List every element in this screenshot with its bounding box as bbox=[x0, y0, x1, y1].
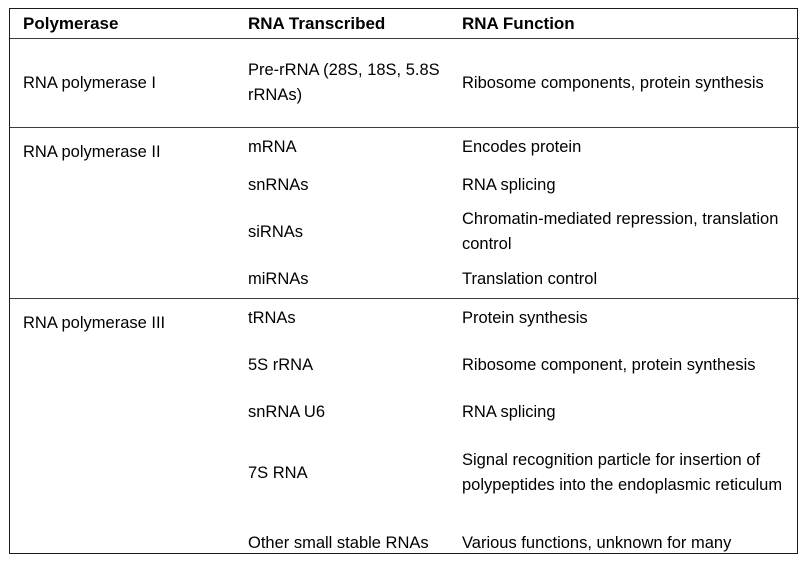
rna-transcribed-cell: siRNAs bbox=[248, 222, 304, 241]
rna-function-cell: Encodes protein bbox=[453, 127, 799, 166]
table-row: 5S rRNA Ribosome component, protein synt… bbox=[10, 337, 799, 393]
rna-function-cell: Protein synthesis bbox=[453, 298, 799, 337]
rna-transcribed-cell: mRNA bbox=[239, 127, 453, 166]
table-row: snRNAs RNA splicing bbox=[10, 166, 799, 204]
rna-transcribed-cell: snRNA U6 bbox=[248, 402, 326, 421]
table-row: miRNAs Translation control bbox=[10, 260, 799, 299]
table-row: RNA polymerase II mRNA Encodes protein bbox=[10, 127, 799, 299]
rna-transcribed-cell: Pre-rRNA (28S, 18S, 5.8S rRNAs) bbox=[248, 61, 440, 104]
rna-transcribed-cell: 7S RNA bbox=[248, 463, 308, 482]
table-row: Other small stable RNAs Various function… bbox=[10, 515, 799, 571]
table-row: siRNAs Chromatin-mediated repression, tr… bbox=[10, 204, 799, 260]
rna-transcribed-cell: tRNAs bbox=[239, 298, 453, 337]
table-body: RNA polymerase I Pre-rRNA (28S, 18S, 5.8… bbox=[10, 39, 799, 571]
rna-function-cell: Ribosome components, protein synthesis bbox=[462, 73, 764, 92]
polymerase-label: RNA polymerase I bbox=[23, 73, 156, 92]
table-row: RNA polymerase III tRNAs Protein synthes… bbox=[10, 298, 799, 571]
polymerase-label: RNA polymerase II bbox=[10, 127, 239, 299]
column-header-rna-function: RNA Function bbox=[453, 9, 799, 39]
rna-transcribed-cell: snRNAs bbox=[248, 175, 309, 194]
rna-transcribed-cell: Other small stable RNAs bbox=[248, 533, 429, 552]
rna-function-cell: RNA splicing bbox=[462, 402, 556, 421]
rna-function-cell: Various functions, unknown for many bbox=[462, 533, 732, 552]
table-row: RNA polymerase I Pre-rRNA (28S, 18S, 5.8… bbox=[10, 39, 799, 128]
rna-transcribed-cell: miRNAs bbox=[248, 269, 309, 288]
table-row: snRNA U6 RNA splicing bbox=[10, 393, 799, 431]
table-row: 7S RNA Signal recognition particle for i… bbox=[10, 431, 799, 515]
column-header-rna-transcribed: RNA Transcribed bbox=[239, 9, 453, 39]
rna-function-cell: Chromatin-mediated repression, translati… bbox=[462, 210, 779, 253]
rna-function-cell: Translation control bbox=[462, 269, 598, 288]
column-header-polymerase: Polymerase bbox=[10, 9, 239, 39]
rna-transcribed-cell: 5S rRNA bbox=[248, 355, 314, 374]
rna-polymerase-table: Polymerase RNA Transcribed RNA Function … bbox=[9, 8, 799, 571]
header-row: Polymerase RNA Transcribed RNA Function bbox=[10, 9, 799, 39]
rna-function-cell: RNA splicing bbox=[462, 175, 556, 194]
polymerase-label: RNA polymerase III bbox=[10, 298, 239, 571]
rna-function-cell: Signal recognition particle for insertio… bbox=[462, 451, 783, 494]
table: Polymerase RNA Transcribed RNA Function … bbox=[10, 9, 799, 571]
rna-function-cell: Ribosome component, protein synthesis bbox=[462, 355, 756, 374]
table-header: Polymerase RNA Transcribed RNA Function bbox=[10, 9, 799, 39]
